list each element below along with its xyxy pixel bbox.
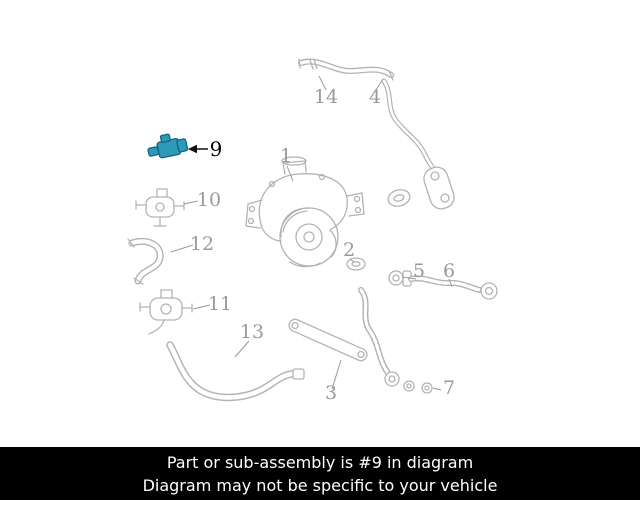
part-label-5: 5 <box>413 260 425 282</box>
part-10-pressure-converter <box>135 188 185 227</box>
part-label-2: 2 <box>343 239 355 261</box>
part-14-hose <box>298 58 394 81</box>
part-label-7: 7 <box>443 377 455 399</box>
gasket-upper-right <box>387 189 411 207</box>
part-4-coolant-line <box>381 78 455 210</box>
info-banner: Part or sub-assembly is #9 in diagram Di… <box>0 447 640 500</box>
leader-lines <box>170 75 453 391</box>
part-5-6-return-line <box>388 270 498 300</box>
part-2-gasket <box>346 257 366 271</box>
part-label-13: 13 <box>240 321 264 343</box>
part-13-hose <box>166 341 305 402</box>
part-7-washers <box>403 380 433 394</box>
part-9-highlighted-sensor <box>147 133 189 159</box>
banner-line-1: Part or sub-assembly is #9 in diagram <box>166 452 474 472</box>
banner-line-2: Diagram may not be specific to your vehi… <box>142 475 498 495</box>
part-label-3: 3 <box>325 382 337 404</box>
oil-feed-hose <box>358 287 400 387</box>
part-12-hose <box>127 238 164 285</box>
part-label-6: 6 <box>443 260 455 282</box>
part-label-12: 12 <box>190 233 214 255</box>
part-label-11: 11 <box>208 293 232 315</box>
part-1-turbocharger <box>245 156 365 268</box>
part-label-1: 1 <box>280 145 292 167</box>
part-label-4: 4 <box>369 86 381 108</box>
part-3-bracket <box>288 318 368 362</box>
parts-diagram: 14 4 9 1 10 12 11 13 2 5 6 3 7 <box>127 58 498 404</box>
part-label-10: 10 <box>197 189 221 211</box>
part-9-pointer-arrow-icon <box>188 144 208 154</box>
part-label-14: 14 <box>314 86 338 108</box>
part-label-9-highlighted: 9 <box>210 137 223 161</box>
part-11-pressure-converter <box>139 289 193 335</box>
